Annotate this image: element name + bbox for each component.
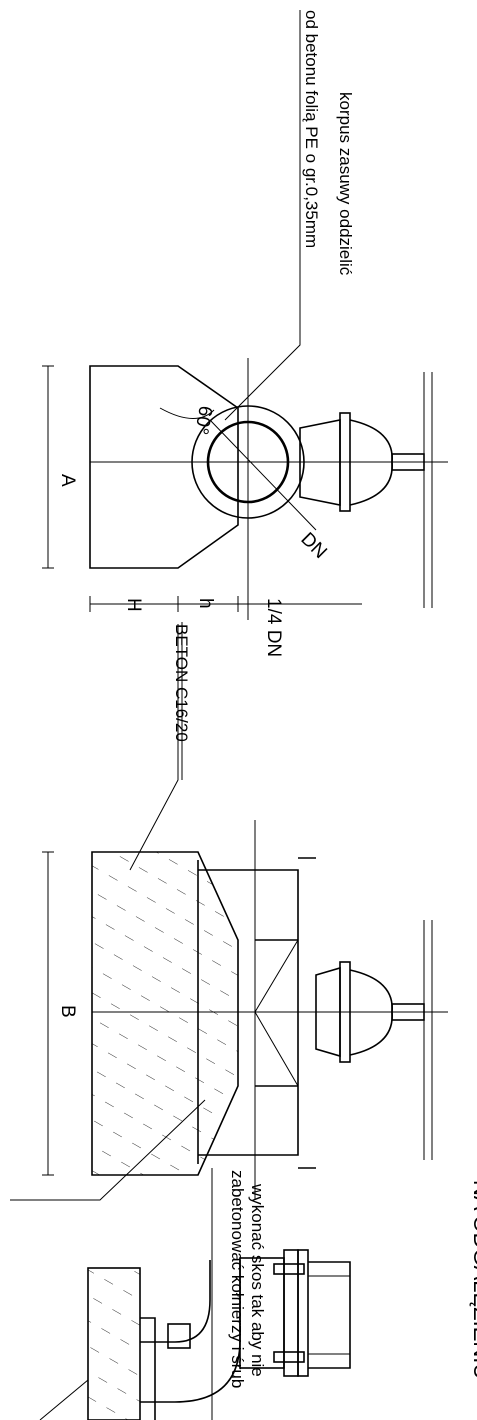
- note-bottom-line1: wykonać skos tak aby nie: [248, 1183, 267, 1377]
- branch-bolt-3a: [273, 1263, 305, 1275]
- branch-valve-flange-3b: [297, 1249, 309, 1377]
- branch-leader-3: [39, 1379, 89, 1420]
- cross-section-view: DN 60° A H h 1/4 DN: [42, 20, 448, 657]
- note-bottom-leader: [10, 1099, 206, 1201]
- tee-branch-2: [255, 939, 298, 1087]
- dn-leader: [209, 419, 317, 531]
- title-fragment: NA ODGAŁĘZIENIU: [469, 1180, 477, 1379]
- valve-bonnet-flange-1: [339, 412, 351, 512]
- branch-bolt-3b: [273, 1351, 305, 1363]
- tee-pipe-2: [198, 869, 299, 1156]
- angle-arc: [159, 407, 215, 419]
- dim-b-label: B: [57, 1005, 78, 1018]
- concrete-block-1: [89, 365, 239, 569]
- dim-quarter-dn-label: 1/4 DN: [263, 598, 284, 657]
- concrete-label-leader: [129, 624, 179, 871]
- dim-small-h-label: h: [195, 598, 216, 609]
- tee-wedge-2: [254, 939, 299, 1087]
- concrete-block-2: [91, 851, 239, 1176]
- dn-dim-label: DN: [296, 529, 330, 563]
- branch-valve-flange-3a: [283, 1249, 299, 1377]
- concrete-hatch-3: [88, 1268, 140, 1420]
- note-bottom-line2: zabetonować kołnierzy i śrub: [228, 1170, 247, 1388]
- note-top-leader: [224, 20, 301, 421]
- side-section-view: B: [10, 820, 448, 1201]
- concrete-hatch-2: [92, 852, 238, 1175]
- valve-bonnet-flange-2: [339, 961, 351, 1063]
- flange-outer-circle: [191, 405, 305, 519]
- branch-bonnet-3: [308, 1261, 351, 1369]
- dim-big-h-label: H: [123, 598, 144, 612]
- concrete-block-3: [87, 1267, 141, 1420]
- dim-a-label: A: [57, 474, 78, 487]
- note-top-line2: od betonu folią PE o gr.0,35mm: [302, 10, 321, 248]
- note-top-line1: korpus zasuwy oddzielić: [336, 92, 355, 276]
- branch-flange-3: [140, 1317, 156, 1420]
- branch-pipe-3: [140, 1341, 175, 1403]
- branch-rib-3: [167, 1323, 191, 1349]
- branch-view: [39, 1249, 351, 1420]
- pipe-inner-circle: [206, 420, 290, 504]
- angle-label: 60°: [190, 404, 216, 436]
